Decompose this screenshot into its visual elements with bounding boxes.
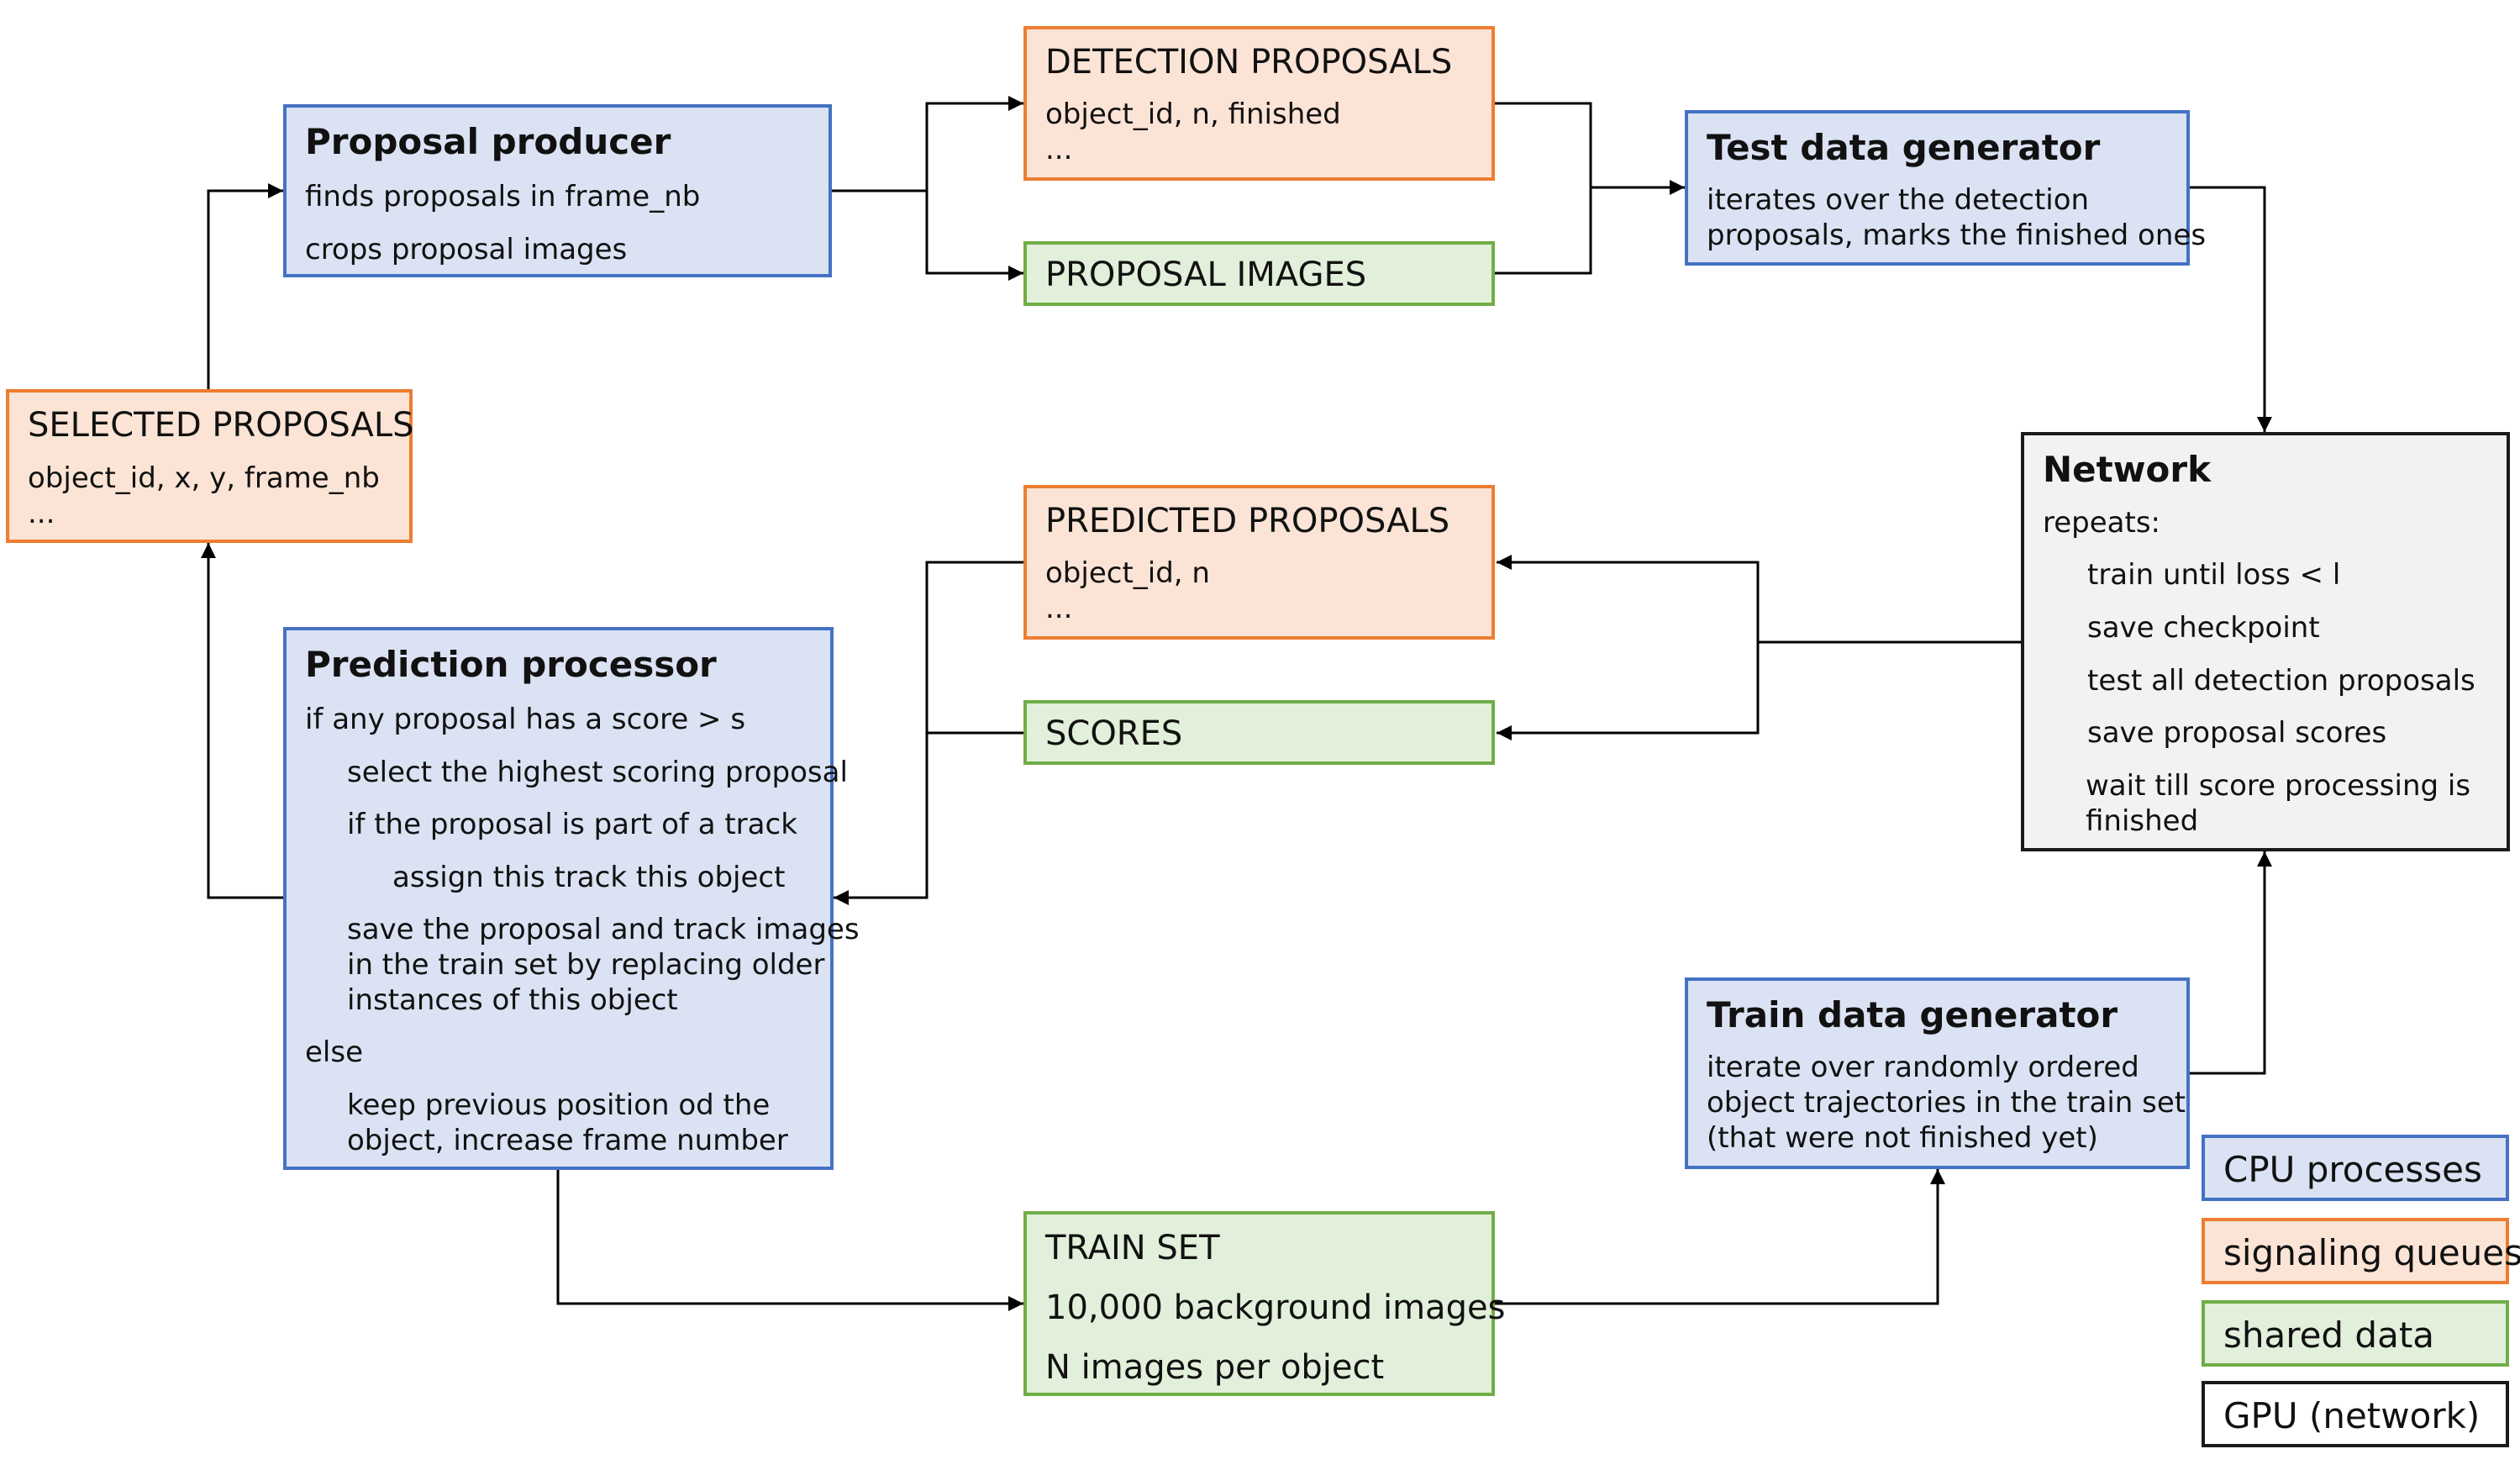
detection-proposals-box: DETECTION PROPOSALS object_id, n, finish… bbox=[1023, 26, 1495, 181]
selected-proposals-line: object_id, x, y, frame_nb bbox=[28, 461, 380, 495]
proposal-images-box: PROPOSAL IMAGES bbox=[1023, 241, 1495, 306]
network-line: train until loss < l bbox=[2087, 558, 2341, 592]
test-data-generator-line: iterates over the detection bbox=[1707, 183, 2090, 217]
train-data-generator-box: Train data generator iterate over random… bbox=[1685, 977, 2190, 1169]
selected-proposals-box: SELECTED PROPOSALS object_id, x, y, fram… bbox=[6, 389, 414, 543]
network-line: save checkpoint bbox=[2087, 611, 2320, 645]
train-set-line: N images per object bbox=[1045, 1348, 1385, 1387]
test-data-generator-box: Test data generator iterates over the de… bbox=[1685, 110, 2206, 266]
arrow-processor-to-selected bbox=[201, 543, 283, 899]
prediction-processor-line: else bbox=[305, 1035, 363, 1069]
prediction-processor-line: assign this track this object bbox=[392, 861, 786, 894]
selected-proposals-line: ... bbox=[28, 497, 55, 530]
predicted-proposals-line: ... bbox=[1045, 592, 1073, 625]
arrow-detection-to-testgen bbox=[1495, 102, 1685, 195]
proposal-images-title: PROPOSAL IMAGES bbox=[1045, 256, 1367, 294]
prediction-processor-box: Prediction processor if any proposal has… bbox=[283, 627, 860, 1170]
arrow-traingen-to-network bbox=[2183, 851, 2272, 1075]
predicted-proposals-line: object_id, n bbox=[1045, 556, 1210, 590]
arrow-predicted-to-processor bbox=[834, 561, 1023, 905]
prediction-processor-line: instances of this object bbox=[347, 983, 678, 1017]
arrow-network-to-predicted bbox=[1497, 555, 2021, 644]
scores-box: SCORES bbox=[1023, 700, 1495, 765]
proposal-producer-box: Proposal producer finds proposals in fra… bbox=[283, 104, 832, 277]
network-line: test all detection proposals bbox=[2087, 664, 2475, 698]
proposal-producer-line: finds proposals in frame_nb bbox=[305, 180, 701, 213]
network-box: Network repeats: train until loss < l sa… bbox=[2021, 432, 2510, 851]
predicted-proposals-box: PREDICTED PROPOSALS object_id, n ... bbox=[1023, 485, 1495, 640]
scores-title: SCORES bbox=[1045, 714, 1183, 753]
network-line: repeats: bbox=[2043, 506, 2160, 540]
detection-proposals-title: DETECTION PROPOSALS bbox=[1045, 43, 1453, 82]
prediction-processor-line: keep previous position od the bbox=[347, 1088, 771, 1122]
test-data-generator-line: proposals, marks the finished ones bbox=[1707, 219, 2207, 252]
legend-cpu-label: CPU processes bbox=[2223, 1149, 2482, 1190]
network-line: save proposal scores bbox=[2087, 716, 2387, 750]
prediction-processor-line: select the highest scoring proposal bbox=[347, 756, 848, 789]
prediction-processor-line: save the proposal and track images bbox=[347, 913, 860, 946]
proposal-producer-title: Proposal producer bbox=[305, 121, 671, 162]
train-set-box: TRAIN SET 10,000 background images N ima… bbox=[1023, 1211, 1505, 1396]
arrow-selected-to-producer bbox=[207, 183, 283, 389]
network-line: wait till score processing is bbox=[2086, 769, 2471, 803]
legend-queues-label: signaling queues bbox=[2223, 1232, 2520, 1273]
prediction-processor-line: in the train set by replacing older bbox=[347, 948, 825, 982]
detection-proposals-line: ... bbox=[1045, 133, 1073, 166]
arrow-trainset-to-traingen bbox=[1495, 1169, 1945, 1305]
arrow-producer-to-images bbox=[925, 191, 1023, 281]
prediction-processor-line: if the proposal is part of a track bbox=[347, 808, 797, 841]
train-data-generator-line: (that were not finished yet) bbox=[1707, 1121, 2098, 1155]
test-data-generator-title: Test data generator bbox=[1707, 127, 2101, 168]
train-data-generator-line: iterate over randomly ordered bbox=[1707, 1051, 2139, 1084]
arrow-images-to-testgen bbox=[1495, 187, 1592, 275]
proposal-producer-line: crops proposal images bbox=[305, 233, 628, 266]
predicted-proposals-title: PREDICTED PROPOSALS bbox=[1045, 502, 1450, 540]
arrow-testgen-to-network bbox=[2190, 186, 2272, 432]
train-data-generator-title: Train data generator bbox=[1707, 994, 2118, 1035]
legend-gpu-label: GPU (network) bbox=[2223, 1395, 2481, 1436]
selected-proposals-title: SELECTED PROPOSALS bbox=[28, 406, 414, 445]
arrow-network-to-scores bbox=[1497, 642, 1760, 740]
prediction-processor-line: object, increase frame number bbox=[347, 1124, 788, 1157]
legend-gpu-network: GPU (network) bbox=[2202, 1381, 2509, 1447]
arrow-producer-to-detection bbox=[832, 96, 1023, 192]
arrow-processor-to-trainset bbox=[556, 1170, 1023, 1311]
legend-shared-label: shared data bbox=[2223, 1315, 2435, 1356]
train-set-title: TRAIN SET bbox=[1045, 1229, 1220, 1267]
detection-proposals-line: object_id, n, finished bbox=[1045, 97, 1341, 131]
train-set-line: 10,000 background images bbox=[1045, 1288, 1506, 1327]
prediction-processor-title: Prediction processor bbox=[305, 644, 717, 685]
legend-shared-data: shared data bbox=[2202, 1300, 2509, 1367]
train-data-generator-line: object trajectories in the train set bbox=[1707, 1086, 2186, 1120]
legend-cpu-processes: CPU processes bbox=[2202, 1135, 2509, 1201]
network-title: Network bbox=[2043, 449, 2212, 490]
network-line: finished bbox=[2086, 804, 2199, 838]
prediction-processor-line: if any proposal has a score > s bbox=[305, 703, 746, 736]
legend-signaling-queues: signaling queues bbox=[2202, 1218, 2520, 1284]
